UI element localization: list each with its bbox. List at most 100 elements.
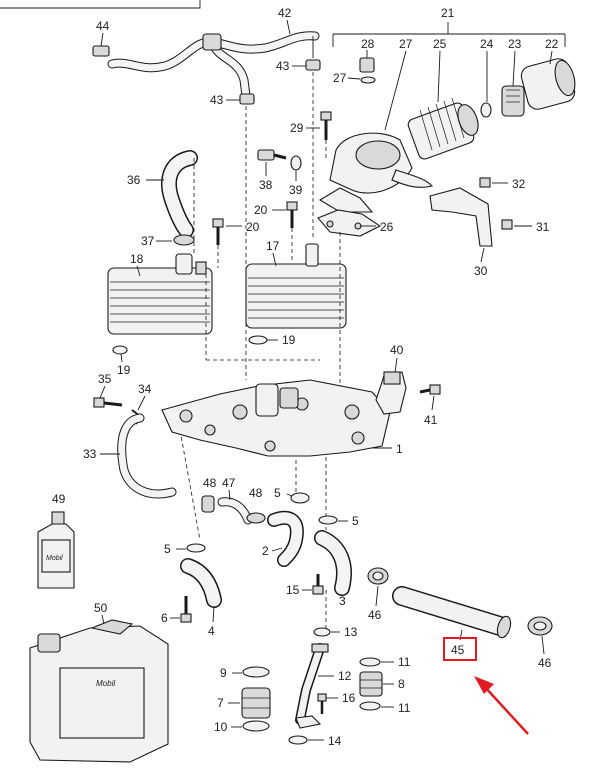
bolt-20-b	[212, 218, 224, 245]
gasket-26	[317, 209, 382, 237]
coolant-hose-36	[161, 150, 198, 238]
callout-27-small: 27	[333, 71, 347, 85]
cap-28	[359, 57, 375, 73]
tube-12	[295, 643, 329, 729]
callout-43-lower: 43	[210, 93, 224, 107]
callout-39: 39	[289, 183, 303, 197]
callout-21: 21	[441, 6, 455, 20]
breather-hose-42	[92, 31, 321, 105]
oil-housing-1	[161, 379, 391, 457]
seal-5-right	[318, 515, 338, 525]
bolt-6	[180, 596, 192, 623]
callout-5-right: 5	[352, 514, 359, 528]
oil-cooler-17	[245, 243, 347, 329]
o-ring-24	[480, 102, 492, 118]
seal-19-left	[112, 345, 128, 355]
callout-42: 42	[278, 6, 292, 20]
callout-50: 50	[94, 601, 108, 615]
callout-25: 25	[433, 37, 447, 51]
callout-24: 24	[480, 37, 494, 51]
callout-11-top: 11	[398, 655, 411, 669]
bolt-15	[312, 574, 324, 595]
callout-10: 10	[214, 720, 228, 734]
red-arrow	[483, 685, 529, 735]
elbow-47	[217, 497, 253, 525]
callout-13: 13	[344, 625, 358, 639]
clamp-46-right	[527, 616, 553, 636]
hose-clamp-43-upper	[305, 59, 321, 71]
bolt-20-a	[286, 201, 298, 228]
callout-41: 41	[424, 413, 438, 427]
elbow-2	[267, 510, 304, 567]
callout-15: 15	[286, 583, 300, 597]
oil-cooler-18	[107, 253, 213, 335]
callout-22: 22	[545, 37, 559, 51]
callout-6: 6	[161, 611, 168, 625]
plug-8	[359, 671, 383, 697]
bolt-35	[93, 397, 123, 408]
callout-14: 14	[328, 734, 342, 748]
bolt-16	[317, 693, 327, 714]
callout-16: 16	[342, 691, 356, 705]
callout-44: 44	[96, 19, 110, 33]
callout-31: 31	[536, 220, 550, 234]
callout-5-upper: 5	[274, 486, 281, 500]
callout-46-left: 46	[368, 608, 382, 622]
callout-26: 26	[380, 220, 394, 234]
seal-ring-39	[290, 155, 302, 171]
callout-45: 45	[451, 643, 465, 657]
plug-48-left	[201, 495, 215, 513]
callout-12: 12	[338, 669, 352, 683]
highlight-45: 45	[443, 637, 529, 735]
callout-37: 37	[141, 234, 155, 248]
plug-7	[241, 687, 271, 719]
callout-17: 17	[266, 239, 280, 253]
callout-48-left: 48	[203, 476, 217, 490]
callout-9: 9	[220, 666, 227, 680]
callout-7: 7	[217, 696, 224, 710]
hose-clamp-44	[92, 45, 110, 57]
callout-3: 3	[339, 594, 346, 608]
callout-49: 49	[52, 492, 66, 506]
callout-5-left: 5	[164, 542, 171, 556]
red-arrow-head	[474, 676, 494, 694]
callout-19-left: 19	[117, 363, 131, 377]
canister-brand-label: Mobil	[96, 679, 115, 688]
callout-23: 23	[508, 37, 522, 51]
bottle-brand-label: Mobil	[46, 555, 63, 562]
oil-canister-50: Mobil	[29, 619, 169, 763]
oil-filter-assembly	[317, 57, 576, 237]
frame-corner	[0, 0, 201, 9]
callout-28: 28	[361, 37, 375, 51]
callout-18: 18	[130, 252, 144, 266]
bolt-31	[501, 219, 513, 230]
hose-clamp-43-lower	[239, 93, 255, 105]
callout-43-upper: 43	[276, 59, 290, 73]
seal-14	[288, 735, 308, 745]
callout-29: 29	[290, 121, 304, 135]
callout-48-right: 48	[249, 486, 263, 500]
bracket-30	[429, 177, 513, 247]
callout-36: 36	[127, 173, 141, 187]
seal-27	[360, 76, 376, 84]
clamp-46-left	[367, 567, 389, 585]
pipe-33	[117, 413, 177, 499]
callout-30: 30	[474, 264, 488, 278]
oil-bottle-49: Mobil	[37, 511, 75, 589]
seal-11-bottom	[359, 701, 381, 711]
seal-5-left	[186, 543, 206, 553]
seal-19-right	[248, 335, 268, 345]
filter-element-25	[407, 97, 479, 160]
callout-11-bottom: 11	[398, 701, 411, 715]
callout-8: 8	[398, 677, 405, 691]
callout-33: 33	[83, 447, 97, 461]
valve-23	[501, 85, 525, 117]
callout-20-left: 20	[246, 220, 260, 234]
seal-5-upper	[290, 492, 310, 504]
callout-34: 34	[138, 382, 152, 396]
seal-9	[242, 666, 270, 678]
bolt-32	[479, 177, 491, 188]
elbow-4	[180, 558, 222, 608]
filter-cover-22	[520, 58, 576, 110]
